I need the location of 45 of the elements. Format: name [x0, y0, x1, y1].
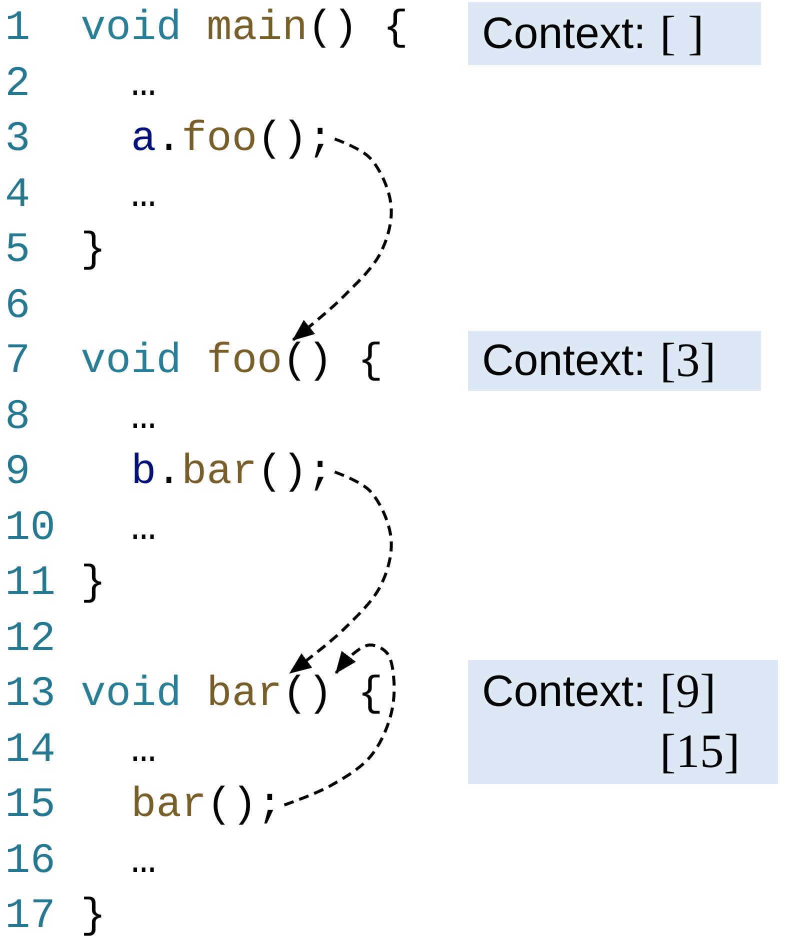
line-number: 14: [5, 728, 56, 770]
code-line: bar();: [131, 784, 282, 826]
code-line: }: [80, 895, 106, 937]
line-number: 17: [5, 895, 56, 937]
context-panel: [468, 2, 761, 65]
context-value: [3]: [660, 333, 716, 389]
context-panel: [468, 660, 778, 784]
line-number: 16: [5, 840, 56, 882]
line-number: 5: [5, 229, 30, 271]
code-line: …: [131, 174, 156, 216]
code-line: }: [80, 562, 106, 604]
code-line: a.foo();: [131, 118, 333, 160]
line-number: 12: [5, 618, 56, 660]
code-line: b.bar();: [131, 451, 333, 493]
dashed-arrow: [284, 644, 396, 806]
context-value: [9]: [660, 664, 716, 720]
line-number: 11: [5, 562, 56, 604]
code-line: …: [131, 728, 156, 770]
code-line: …: [131, 396, 156, 438]
code-line: void main() {: [80, 7, 408, 49]
line-number: 6: [5, 284, 30, 326]
line-number: 15: [5, 784, 56, 826]
code-line: void bar() {: [80, 673, 384, 715]
line-number: 3: [5, 118, 30, 160]
context-value: [15]: [660, 724, 740, 780]
line-number: 2: [5, 62, 30, 104]
line-number: 8: [5, 396, 30, 438]
line-number: 1: [5, 7, 30, 49]
line-number: 10: [5, 506, 56, 548]
code-line: …: [131, 840, 156, 882]
dashed-arrow: [292, 138, 393, 342]
line-number: 7: [5, 340, 30, 382]
line-number: 13: [5, 673, 56, 715]
code-line: …: [131, 62, 156, 104]
line-number: 4: [5, 174, 30, 216]
context-label: Context:: [482, 8, 646, 60]
line-number: 9: [5, 451, 30, 493]
context-label: Context:: [482, 335, 646, 387]
context-panel: [468, 331, 761, 391]
context-label: Context:: [482, 666, 646, 718]
code-line: }: [80, 229, 106, 271]
dashed-arrow: [289, 470, 393, 674]
context-value: [ ]: [660, 6, 704, 62]
code-line: void foo() {: [80, 340, 384, 382]
code-line: …: [131, 506, 156, 548]
